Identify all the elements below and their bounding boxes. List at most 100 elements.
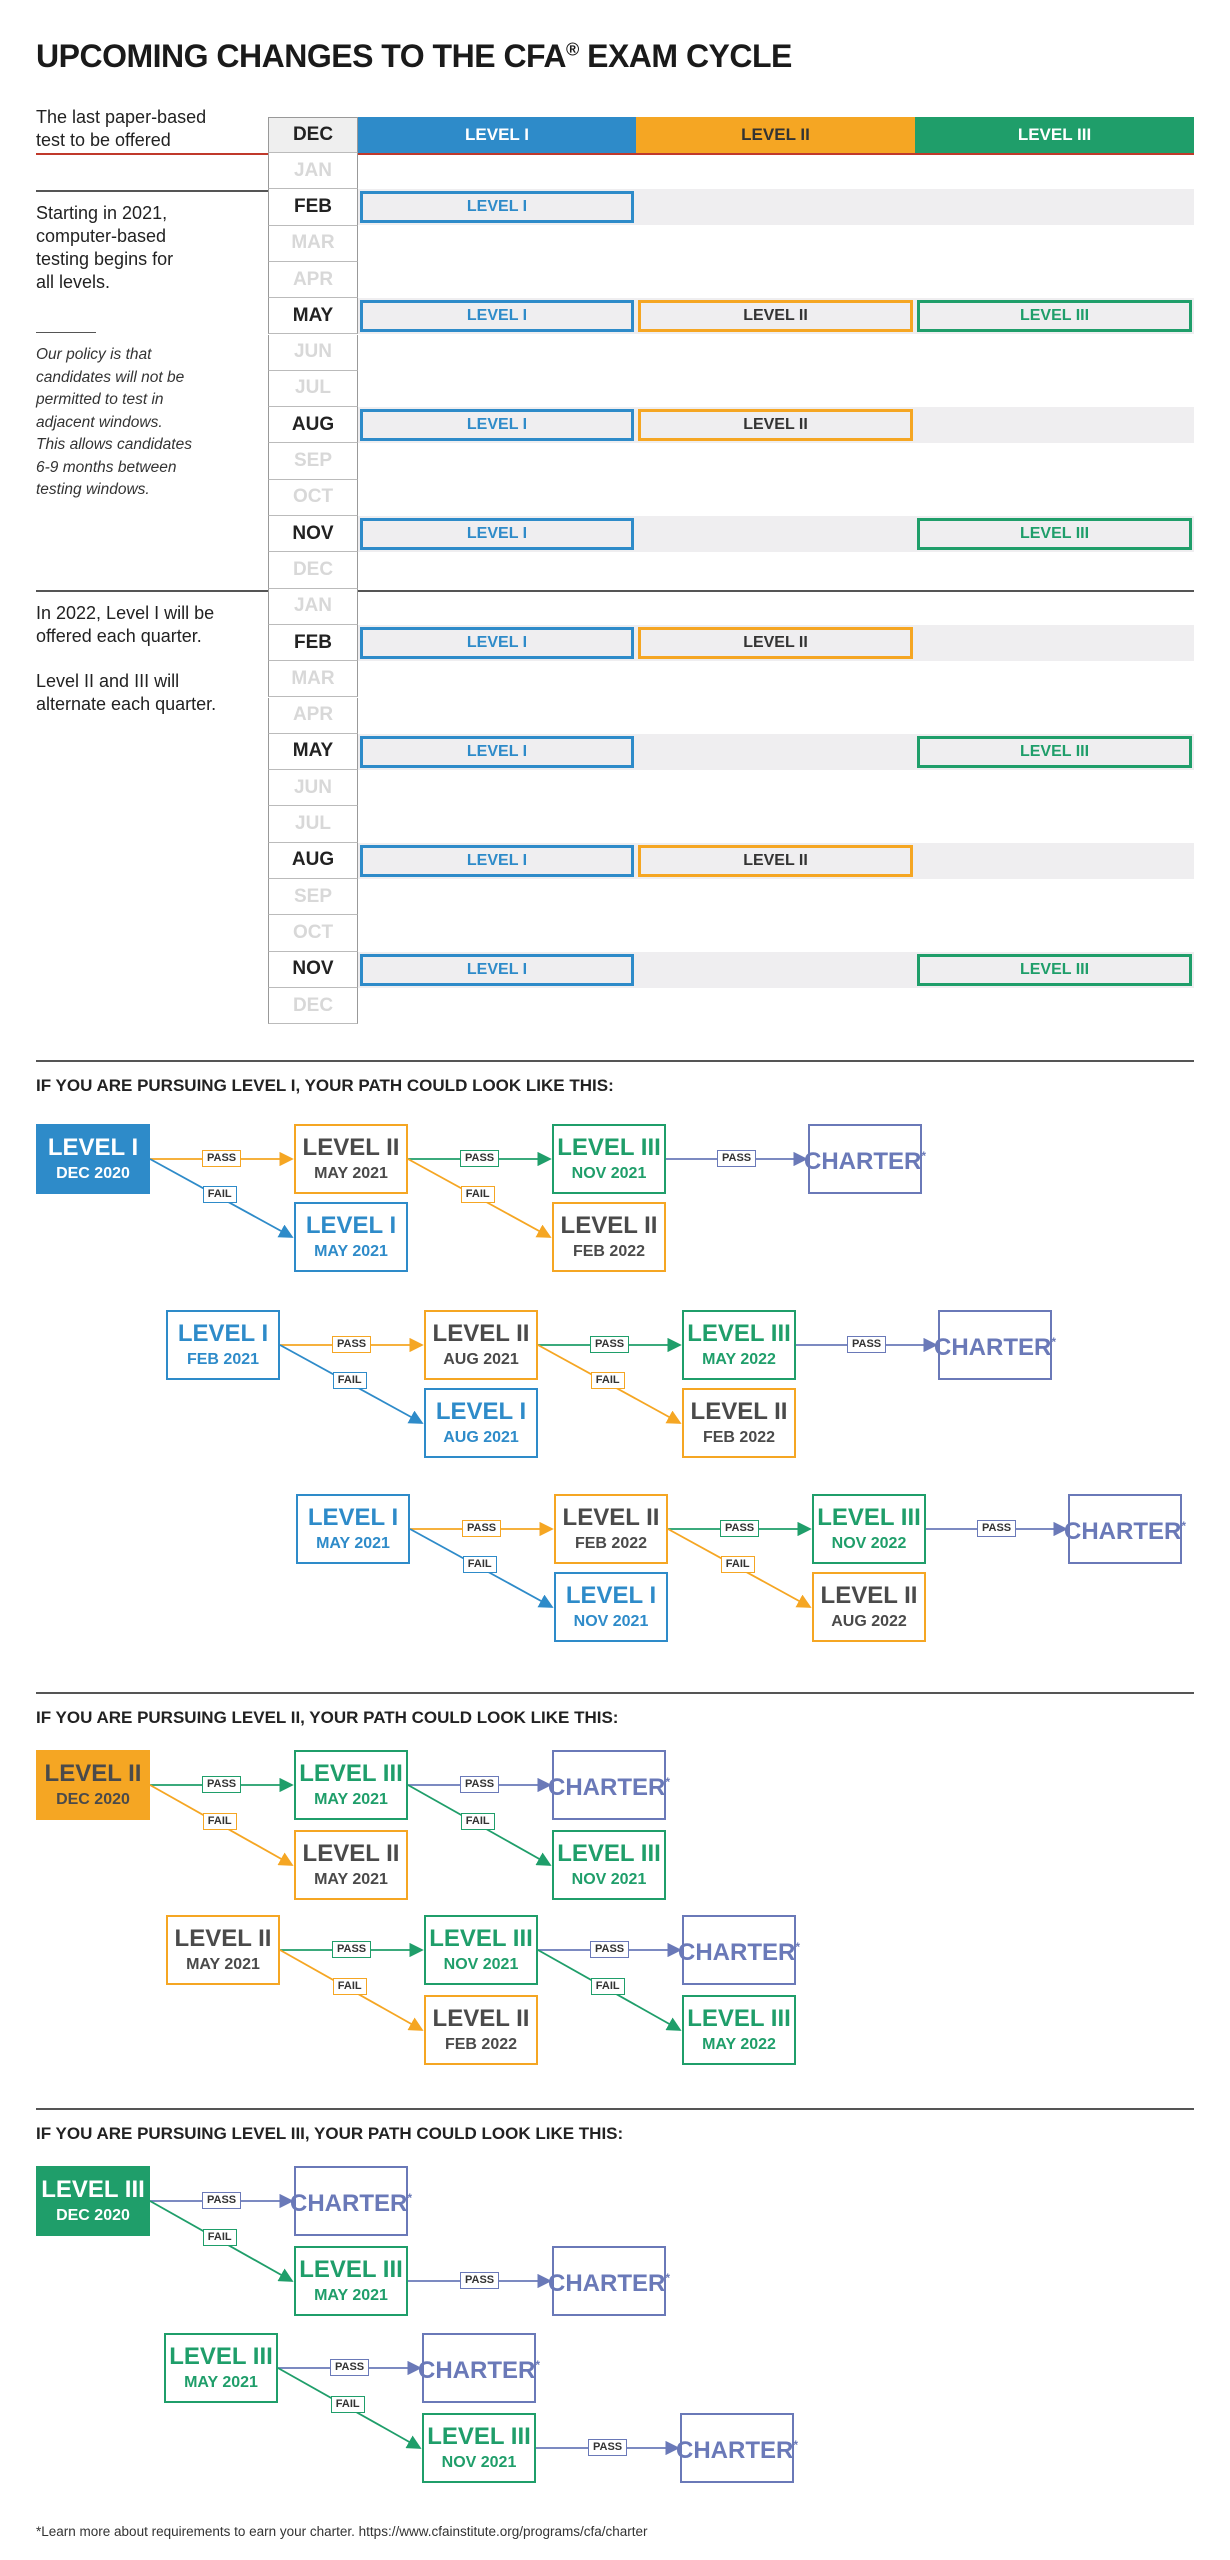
pass-tag: PASS <box>977 1520 1017 1537</box>
box-date-label: FEB 2022 <box>574 1534 648 1552</box>
box-date-label: MAY 2021 <box>186 1955 260 1973</box>
box-level-label: LEVEL II <box>560 1211 658 1239</box>
path-step-box: LEVEL II FEB 2022 <box>554 1494 668 1564</box>
pass-tag: PASS <box>460 1150 500 1167</box>
month-cell-mar: MAR <box>268 661 358 698</box>
footer-note: *Learn more about requirements to earn y… <box>36 2524 648 2539</box>
month-cell-feb: FEB <box>268 624 358 662</box>
header-level-3: LEVEL III <box>915 117 1194 153</box>
pass-tag: PASS <box>717 1150 757 1167</box>
month-cell-jan: JAN <box>268 153 358 190</box>
pass-tag: PASS <box>590 1941 630 1958</box>
exam-slot-level-1: LEVEL I <box>360 300 634 333</box>
page-title: UPCOMING CHANGES TO THE CFA® EXAM CYCLE <box>36 38 792 74</box>
pass-tag: PASS <box>202 1150 242 1167</box>
fail-tag: FAIL <box>720 1556 755 1574</box>
exam-slot-level-1: LEVEL I <box>360 191 634 224</box>
box-level-label: LEVEL II <box>432 1319 530 1347</box>
fail-tag: FAIL <box>590 1978 625 1995</box>
exam-slot-level-1: LEVEL I <box>360 953 634 986</box>
exam-slot-level-1: LEVEL I <box>360 735 634 768</box>
exam-slot-level-3: LEVEL III <box>917 518 1192 550</box>
charter-box: CHARTER* <box>290 2166 412 2236</box>
exam-slot-level-3: LEVEL III <box>917 735 1192 768</box>
path-step-box: LEVEL III NOV 2021 <box>422 2413 536 2483</box>
box-date-label: MAY 2021 <box>314 1790 388 1808</box>
header-level-2: LEVEL II <box>636 117 915 153</box>
box-date-label: AUG 2022 <box>831 1612 907 1630</box>
charter-box: CHARTER* <box>934 1310 1056 1380</box>
fail-tag: FAIL <box>202 1813 237 1830</box>
box-level-label: LEVEL III <box>687 1319 791 1347</box>
policy-rule <box>36 332 96 333</box>
pass-tag: PASS <box>330 2359 370 2376</box>
fail-tag: FAIL <box>202 2229 237 2246</box>
box-level-label: LEVEL II <box>302 1839 400 1867</box>
box-date-label: MAY 2021 <box>314 1242 388 1260</box>
box-level-label: LEVEL I <box>177 1319 269 1347</box>
box-date-label: NOV 2022 <box>831 1534 907 1552</box>
box-level-label: LEVEL II <box>690 1397 788 1425</box>
year-divider-2021-left <box>36 190 268 192</box>
charter-box: CHARTER* <box>418 2333 540 2403</box>
box-level-label: LEVEL III <box>557 1133 661 1161</box>
exam-slot-level-2: LEVEL II <box>638 844 913 877</box>
fail-tag: FAIL <box>460 1186 495 1204</box>
month-cell-oct: OCT <box>268 915 358 952</box>
box-level-label: LEVEL I <box>565 1581 657 1609</box>
exam-slot-level-3: LEVEL III <box>917 953 1192 986</box>
box-date-label: DEC 2020 <box>56 1164 130 1182</box>
box-level-label: LEVEL I <box>305 1211 397 1239</box>
pass-tag: PASS <box>460 2272 500 2289</box>
month-cell-aug: AUG <box>268 842 358 879</box>
box-level-label: LEVEL III <box>169 2342 273 2370</box>
pass-tag: PASS <box>847 1336 887 1353</box>
pass-tag: PASS <box>460 1776 500 1793</box>
box-level-label: LEVEL II <box>302 1133 400 1161</box>
pass-tag: PASS <box>588 2439 628 2456</box>
box-level-label: LEVEL III <box>687 2004 791 2032</box>
exam-slot-level-3: LEVEL III <box>917 300 1192 333</box>
section-heading-level-3: IF YOU ARE PURSUING LEVEL III, YOUR PATH… <box>36 2124 624 2143</box>
month-cell-sep: SEP <box>268 443 358 480</box>
exam-slot-level-2: LEVEL II <box>638 300 913 333</box>
path-step-box: LEVEL II MAY 2021 <box>294 1124 408 1194</box>
pass-tag: PASS <box>590 1336 630 1353</box>
section-rule-2 <box>36 1692 1194 1694</box>
box-level-label: LEVEL II <box>44 1759 142 1787</box>
month-cell-jul: JUL <box>268 370 358 408</box>
path-step-box: LEVEL I MAY 2021 <box>294 1202 408 1272</box>
box-date-label: MAY 2021 <box>314 2286 388 2304</box>
exam-slot-level-1: LEVEL I <box>360 518 634 550</box>
month-cell-jun: JUN <box>268 334 358 371</box>
section-rule-3 <box>36 2108 1194 2110</box>
section-heading-level-2: IF YOU ARE PURSUING LEVEL II, YOUR PATH … <box>36 1708 619 1727</box>
month-cell-nov: NOV <box>268 951 358 988</box>
box-date-label: DEC 2020 <box>56 2206 130 2224</box>
box-level-label: LEVEL II <box>562 1503 660 1531</box>
box-date-label: NOV 2021 <box>441 2453 517 2471</box>
box-level-label: LEVEL I <box>307 1503 399 1531</box>
month-cell-oct: OCT <box>268 479 358 516</box>
box-date-label: MAY 2021 <box>314 1164 388 1182</box>
month-cell-nov: NOV <box>268 516 358 553</box>
box-level-label: LEVEL III <box>427 2422 531 2450</box>
